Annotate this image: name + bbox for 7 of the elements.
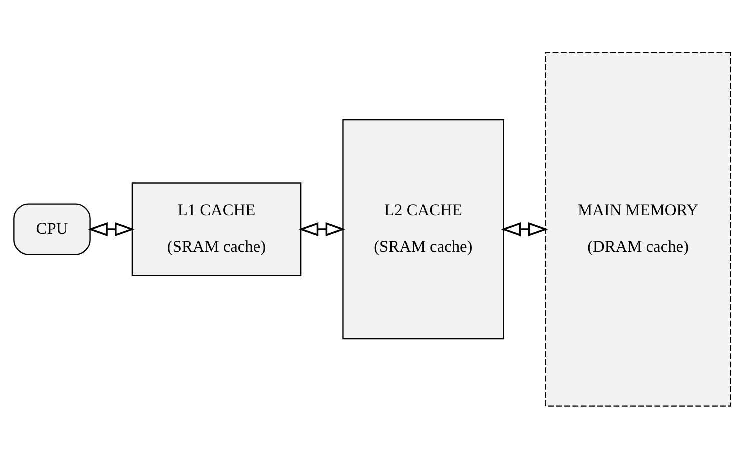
arrow [298, 222, 346, 236]
arrow [500, 222, 548, 236]
node-box: L2 CACHE (SRAM cache) [342, 118, 504, 340]
node-box: CPU [13, 203, 90, 255]
arrow [87, 222, 134, 236]
node-box: L1 CACHE (SRAM cache) [131, 182, 302, 276]
node-box: MAIN MEMORY (DRAM cache) [544, 52, 731, 406]
